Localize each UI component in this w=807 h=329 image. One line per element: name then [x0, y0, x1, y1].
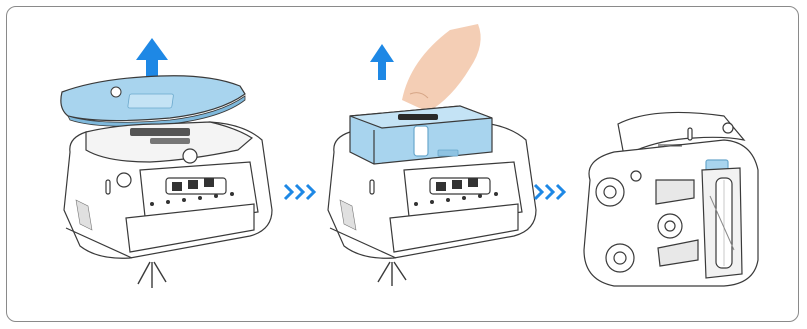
step-3-illustration — [574, 100, 774, 300]
lid-icon — [61, 76, 245, 127]
station-bottom-view-icon — [584, 112, 758, 286]
step-2-illustration — [310, 20, 550, 310]
base-station-icon — [64, 122, 272, 258]
chevron-triple-right-icon — [533, 183, 571, 201]
side-brush-icon — [138, 262, 166, 288]
side-brush-icon — [378, 262, 406, 286]
step-1-illustration — [40, 20, 290, 310]
up-arrow-icon — [370, 44, 394, 80]
hand-icon — [402, 24, 481, 112]
